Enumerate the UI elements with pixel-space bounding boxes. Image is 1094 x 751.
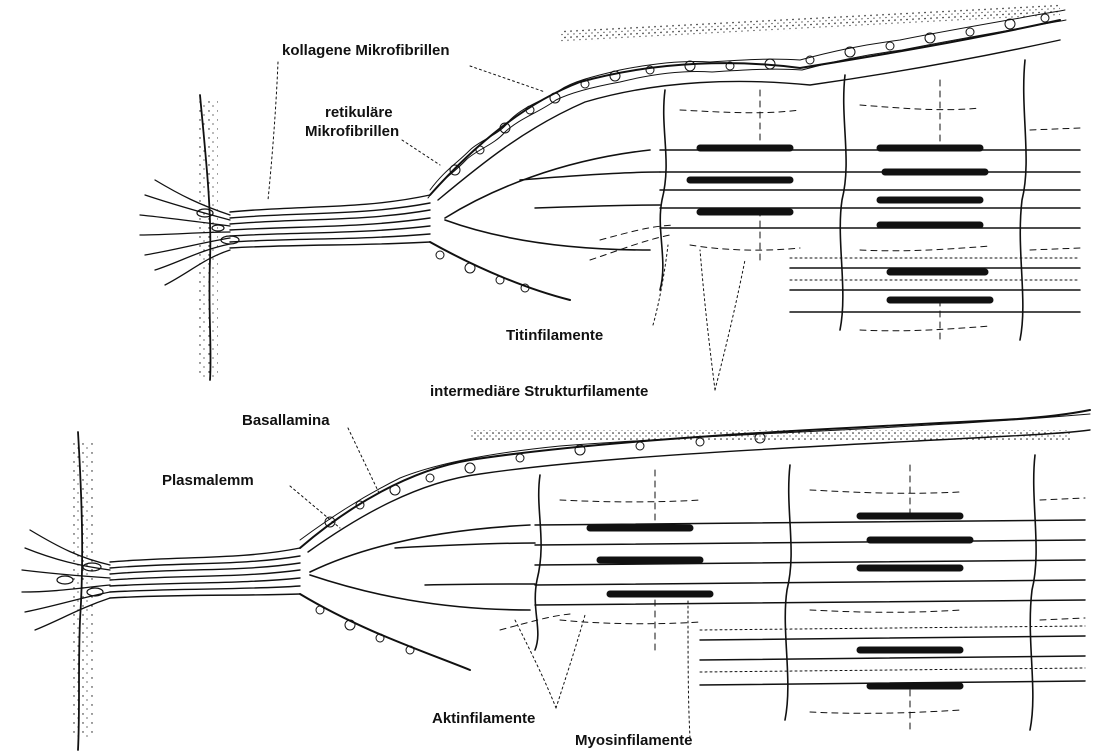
top-tendon-bundle [230,195,430,248]
top-fiber-tip [445,150,650,250]
bottom-fiber-tip [310,525,530,610]
bottom-fiber-roots [22,530,110,630]
top-muscle-contour-lower [430,242,570,300]
label-retikulare-line2: Mikrofibrillen [305,123,399,141]
label-retikulare-line1: retikuläre [325,104,393,122]
top-myofibrils [520,150,1080,312]
label-plasmalemm: Plasmalemm [162,472,254,490]
bottom-tendon-bundle [110,548,300,598]
top-panel [140,4,1080,390]
bottom-panel [22,410,1090,750]
bottom-reticular-tangle [300,414,1090,654]
label-basallamina: Basallamina [242,412,330,430]
bottom-intermediate-filaments [500,465,1085,730]
label-aktinfilamente: Aktinfilamente [432,710,535,728]
label-titinfilamente: Titinfilamente [506,327,603,345]
top-fiber-roots [140,180,239,285]
label-myosinfilamente: Myosinfilamente [575,732,693,750]
label-intermediare-strukturfilamente: intermediäre Strukturfilamente [430,383,648,401]
bottom-myofibrils [395,520,1085,685]
label-kollagene-mikrofibrillen: kollagene Mikrofibrillen [282,42,450,60]
bottom-leader-lines [290,428,690,738]
top-reticular-loops [436,14,1049,292]
